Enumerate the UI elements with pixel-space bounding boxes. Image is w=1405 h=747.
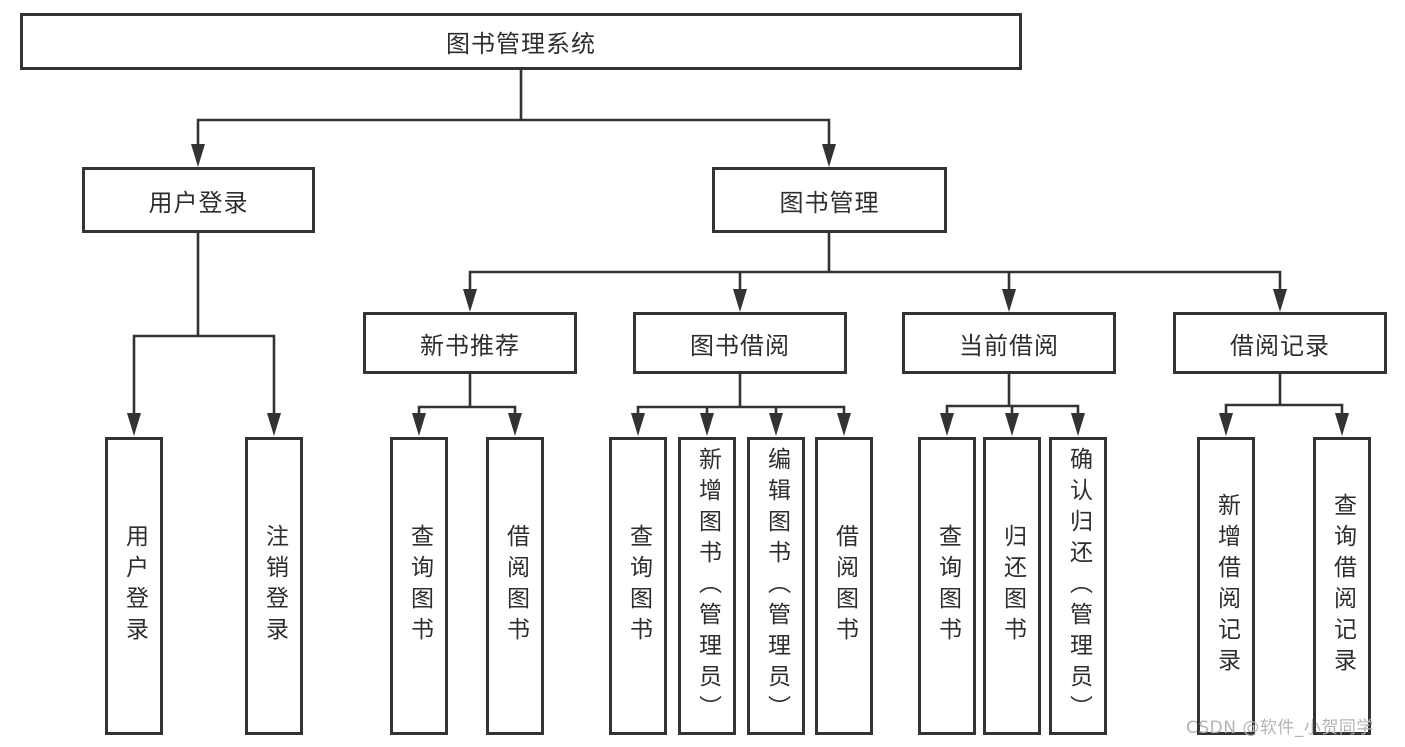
arrowhead-leaf [1219, 413, 1233, 436]
arrowhead-leaf [837, 413, 851, 436]
node-new-books: 新书推荐 [363, 312, 577, 374]
arrowhead-records [1273, 289, 1287, 312]
leaf-label: 查询图书 [934, 524, 961, 648]
leaf-user-login-logout: 注销登录 [245, 437, 303, 735]
leaf-label: 查询图书 [625, 524, 652, 648]
connector-book-mgmt-to-level3 [468, 230, 1282, 294]
arrowhead-new-books [463, 289, 477, 312]
node-user-login: 用户登录 [82, 167, 315, 233]
connector-user-login-to-leaves [132, 230, 276, 418]
connector-borrow-to-leaves [636, 371, 846, 418]
arrowhead-leaf [631, 413, 645, 436]
arrowhead-leaf [700, 413, 714, 436]
leaf-label: 借阅图书 [502, 524, 529, 648]
connector-new-books-to-leaves [417, 371, 517, 418]
arrowhead-leaf [127, 413, 141, 436]
leaf-borrow-edit: 编辑图书（管理员） [747, 437, 805, 735]
leaf-label: 新增图书（管理员） [694, 446, 721, 726]
node-current: 当前借阅 [902, 312, 1116, 374]
node-records: 借阅记录 [1173, 312, 1387, 374]
leaf-current-return: 归还图书 [983, 437, 1041, 735]
watermark: CSDN @软件_小贺同学 [1186, 718, 1374, 738]
node-root: 图书管理系统 [20, 13, 1022, 70]
arrowhead-leaf [412, 413, 426, 436]
arrowhead-current [1002, 289, 1016, 312]
arrowhead-leaf [940, 413, 954, 436]
leaf-label: 查询借阅记录 [1329, 493, 1356, 679]
node-borrow: 图书借阅 [633, 312, 847, 374]
arrowhead-leaf [508, 413, 522, 436]
leaf-new-books-borrow: 借阅图书 [486, 437, 544, 735]
leaf-borrow-add: 新增图书（管理员） [678, 437, 736, 735]
leaf-borrow-borrow: 借阅图书 [815, 437, 873, 735]
connector-root-to-level2 [196, 67, 831, 149]
arrowhead-leaf [1335, 413, 1349, 436]
leaf-label: 查询图书 [406, 524, 433, 648]
connector-records-to-leaves [1224, 371, 1344, 418]
leaf-records-search: 查询借阅记录 [1313, 437, 1371, 735]
leaf-label: 编辑图书（管理员） [763, 446, 790, 726]
node-book-mgmt: 图书管理 [712, 167, 947, 233]
leaf-label: 新增借阅记录 [1213, 493, 1240, 679]
arrowhead-user-login [191, 144, 205, 167]
leaf-label: 确认归还（管理员） [1065, 446, 1092, 726]
arrowhead-leaf [1005, 413, 1019, 436]
leaf-label: 借阅图书 [831, 524, 858, 648]
arrowhead-leaf [769, 413, 783, 436]
leaf-records-add: 新增借阅记录 [1197, 437, 1255, 735]
arrowhead-book-mgmt [822, 144, 836, 167]
leaf-label: 注销登录 [261, 524, 288, 648]
connector-current-to-leaves [945, 371, 1080, 418]
arrowhead-leaf [267, 413, 281, 436]
leaf-current-search: 查询图书 [918, 437, 976, 735]
leaf-new-books-search: 查询图书 [390, 437, 448, 735]
leaf-borrow-search: 查询图书 [609, 437, 667, 735]
arrowhead-leaf [1071, 413, 1085, 436]
leaf-label: 用户登录 [121, 524, 148, 648]
leaf-current-confirm: 确认归还（管理员） [1049, 437, 1107, 735]
leaf-label: 归还图书 [999, 524, 1026, 648]
leaf-user-login-login: 用户登录 [105, 437, 163, 735]
arrowhead-borrow [733, 289, 747, 312]
